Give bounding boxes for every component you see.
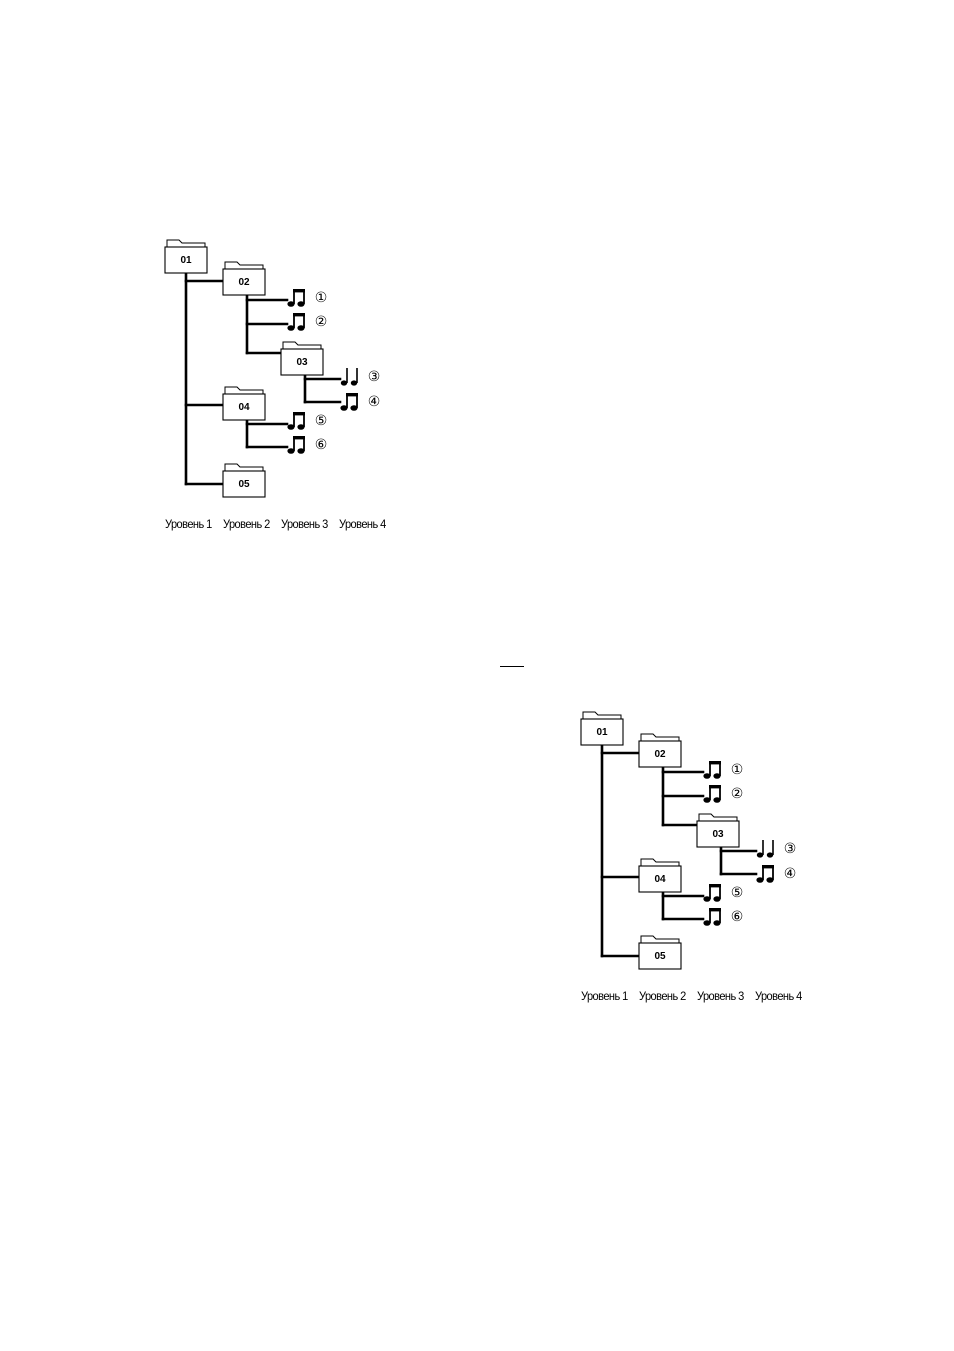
track-number: ③	[366, 369, 382, 385]
track-number: ⑤	[313, 413, 329, 429]
music-note-icon	[287, 313, 305, 331]
music-note-icon	[341, 368, 357, 386]
track-number: ⑥	[313, 437, 329, 453]
folder-number: 05	[224, 479, 264, 491]
folder-number: 03	[282, 357, 322, 369]
music-note-icon	[287, 289, 305, 307]
track-number: ⑤	[729, 885, 745, 901]
track-number: ③	[782, 841, 798, 857]
music-note-icon	[757, 840, 773, 858]
tree-lines	[165, 238, 405, 538]
folder-number: 01	[166, 255, 206, 267]
folder-tree-diagram-1: 01 02 03 04 05 ① ② ③ ④ ⑤ ⑥ Уровень 1 Уровень 2 Уровен…	[165, 238, 405, 538]
level-label: Уровень 2	[639, 989, 686, 1003]
folder-number: 05	[640, 951, 680, 963]
music-note-icon	[703, 884, 721, 902]
level-label: Уровень 3	[281, 517, 328, 531]
folder-number: 04	[640, 874, 680, 886]
level-label: Уровень 4	[755, 989, 802, 1003]
level-label: Уровень 3	[697, 989, 744, 1003]
level-label: Уровень 1	[165, 517, 212, 531]
folder-number: 03	[698, 829, 738, 841]
folder-tree-diagram-2: 01 02 03 04 05 ① ② ③ ④ ⑤ ⑥ Уровень 1 Уровень 2 Уровен…	[581, 710, 821, 1010]
music-note-icon	[703, 785, 721, 803]
music-note-icon	[340, 393, 358, 411]
track-number: ②	[313, 314, 329, 330]
music-note-icon	[703, 761, 721, 779]
track-number: ①	[313, 290, 329, 306]
level-label: Уровень 2	[223, 517, 270, 531]
music-note-icon	[703, 908, 721, 926]
music-note-icon	[287, 436, 305, 454]
track-number: ②	[729, 786, 745, 802]
track-number: ⑥	[729, 909, 745, 925]
divider-line	[500, 666, 524, 667]
folder-number: 01	[582, 727, 622, 739]
folder-number: 04	[224, 402, 264, 414]
music-note-icon	[287, 412, 305, 430]
music-note-icon	[756, 865, 774, 883]
track-number: ④	[782, 866, 798, 882]
level-label: Уровень 4	[339, 517, 386, 531]
level-label: Уровень 1	[581, 989, 628, 1003]
track-number: ①	[729, 762, 745, 778]
folder-number: 02	[640, 749, 680, 761]
folder-number: 02	[224, 277, 264, 289]
track-number: ④	[366, 394, 382, 410]
tree-lines	[581, 710, 821, 1010]
